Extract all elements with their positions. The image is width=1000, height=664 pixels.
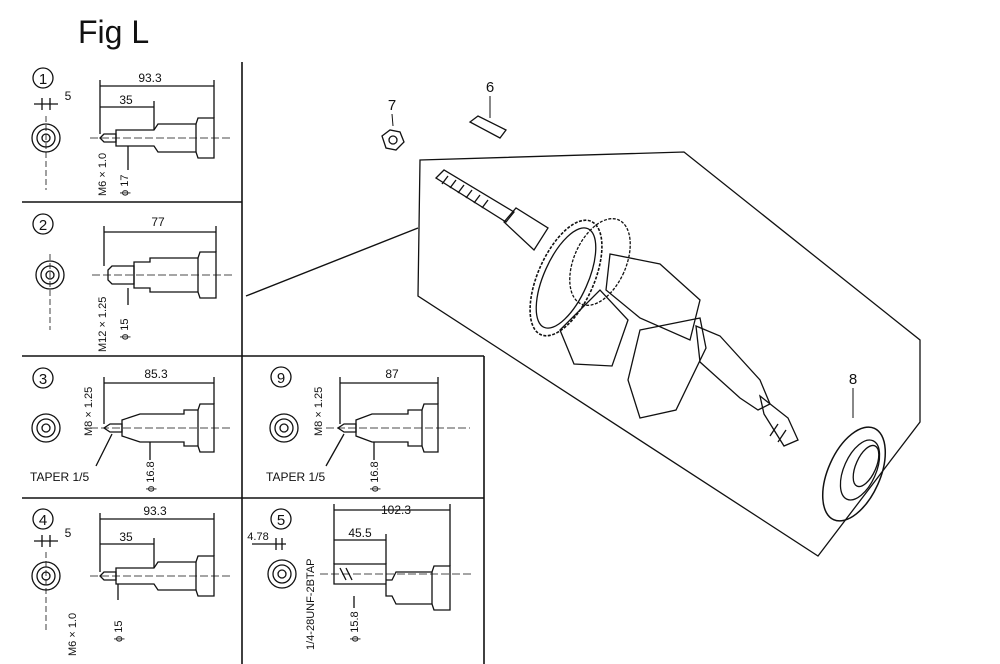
diameter-label: ϕ 15 <box>119 319 131 340</box>
assembly-frame <box>417 151 921 557</box>
diameter-label: ϕ 15.8 <box>349 611 361 642</box>
shaft-side-view <box>320 563 474 611</box>
thread-label: M6 × 1.0 <box>67 613 79 656</box>
grid-frame <box>22 62 485 664</box>
crankshaft <box>434 169 799 447</box>
taper-label: TAPER 1/5 <box>30 470 89 484</box>
shaft-end-view <box>31 413 61 443</box>
panel-number: 5 <box>277 512 285 529</box>
shaft-end-view <box>267 559 297 589</box>
nut-part-7 <box>381 113 405 151</box>
figure-title: Fig L <box>78 14 150 50</box>
thread-label: M8 × 1.25 <box>83 387 95 436</box>
thread-label: M6 × 1.0 <box>97 153 109 196</box>
panel-number: 3 <box>39 371 47 388</box>
thread-label: 1/4-28UNF-2BTAP <box>305 559 317 651</box>
shaft-side-view <box>90 403 232 453</box>
dimension-label: 45.5 <box>348 526 372 540</box>
dimension-label: 35 <box>119 530 133 544</box>
diameter-label: ϕ 16.8 <box>369 461 381 492</box>
diameter-label: ϕ 15 <box>113 621 125 642</box>
shaft-side-view <box>90 555 232 597</box>
shaft-end-view <box>31 552 61 630</box>
thread-label: M8 × 1.25 <box>313 387 325 436</box>
dimension-label: 102.3 <box>381 503 411 517</box>
callout-number: 8 <box>849 371 857 388</box>
panel-2: 2 77 M12 × 1.25 ϕ 15 <box>32 213 234 352</box>
panel-1: 1 93.3 35 5 M6 × 1.0 ϕ 17 <box>31 67 232 196</box>
panel-9: 9 87 M8 × 1.25 ϕ 16.8 TAPER 1/5 <box>266 366 470 492</box>
thread-label: M12 × 1.25 <box>97 297 109 352</box>
panel-number: 9 <box>277 370 285 387</box>
exploded-view: 7 6 <box>245 79 921 557</box>
shaft-end-view <box>269 413 299 443</box>
dimension-label: 5 <box>65 89 72 103</box>
dimension-label: 5 <box>65 526 72 540</box>
panel-number: 4 <box>39 512 47 529</box>
shaft-side-view <box>326 403 470 453</box>
dimension-label: 93.3 <box>143 504 167 518</box>
shaft-end-view <box>31 116 61 190</box>
shaft-side-view <box>90 117 232 159</box>
dimension-label: 87 <box>385 367 399 381</box>
dimension-label: 93.3 <box>138 71 162 85</box>
callout-number: 7 <box>388 97 396 114</box>
diameter-label: ϕ 16.8 <box>145 461 157 492</box>
bearing-part-8 <box>821 388 887 522</box>
taper-label: TAPER 1/5 <box>266 470 325 484</box>
diameter-label: ϕ 17 <box>119 175 131 196</box>
panel-4: 4 93.3 35 5 M6 × 1.0 ϕ 15 <box>31 504 232 656</box>
pin-part-6 <box>468 96 507 139</box>
callout-number: 6 <box>486 79 494 96</box>
dimension-label: 77 <box>151 215 165 229</box>
panel-number: 1 <box>39 71 47 88</box>
panel-number: 2 <box>39 217 47 234</box>
shaft-end-view <box>35 254 65 330</box>
panel-3: 3 85.3 M8 × 1.25 ϕ 16.8 TAPER 1/5 <box>30 367 232 492</box>
shaft-side-view <box>92 251 234 299</box>
dimension-label: 85.3 <box>144 367 168 381</box>
dimension-label: 35 <box>119 93 133 107</box>
panel-5: 5 102.3 45.5 4.78 1/4-28UNF-2BTAP ϕ 15.8 <box>247 503 474 650</box>
dimension-label: 4.78 <box>247 531 268 543</box>
